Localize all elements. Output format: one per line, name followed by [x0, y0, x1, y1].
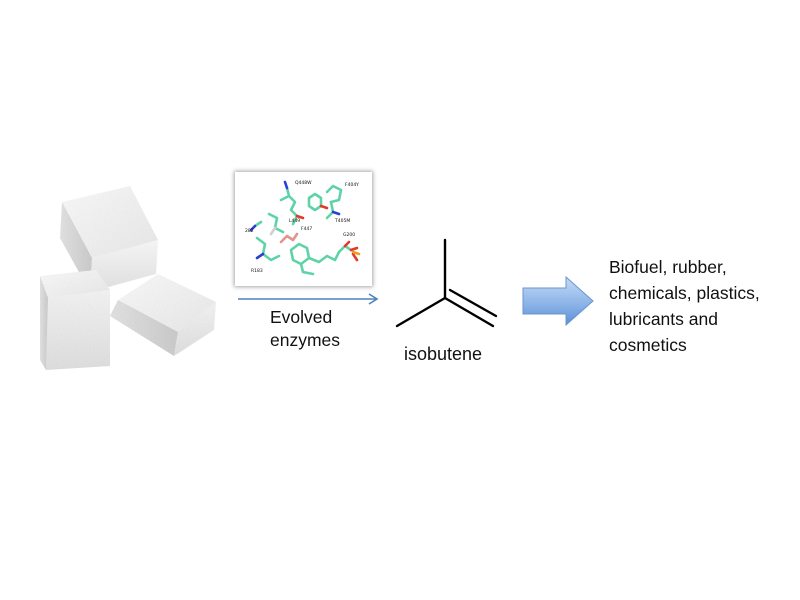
- product-line: chemicals, plastics,: [609, 283, 760, 303]
- residue-label-f404y: F404Y: [345, 182, 359, 188]
- enzyme-structure-image: Q448W F404Y L449 282 F447 T405M G200 R18…: [235, 172, 372, 286]
- product-line: Biofuel, rubber,: [609, 257, 727, 277]
- residue-label-r183: R183: [251, 268, 263, 274]
- residue-label-t405m: T405M: [334, 218, 350, 224]
- enzyme-caption-line: enzymes: [270, 330, 341, 350]
- residue-label-q448w: Q448W: [295, 180, 312, 186]
- enzyme-caption: Evolved enzymes: [270, 306, 380, 352]
- isobutene-structure: [390, 238, 500, 333]
- sugar-cube-right: [110, 274, 216, 356]
- enzyme-caption-line: Evolved: [270, 307, 333, 327]
- residue-label-f447: F447: [301, 226, 312, 232]
- sugar-cube-top: [60, 186, 158, 292]
- sugar-cube-left: [40, 270, 110, 370]
- product-arrow: [522, 275, 594, 327]
- isobutene-label: isobutene: [404, 344, 483, 364]
- product-line: lubricants and: [609, 309, 718, 329]
- residue-label-282: 282: [245, 228, 254, 234]
- sugar-cubes-image: [18, 180, 228, 370]
- enzyme-conversion-arrow: [236, 292, 382, 306]
- residue-label-g200: G200: [343, 232, 355, 238]
- residue-label-l449: L449: [289, 218, 300, 224]
- product-list: Biofuel, rubber, chemicals, plastics, lu…: [609, 254, 799, 358]
- product-line: cosmetics: [609, 335, 687, 355]
